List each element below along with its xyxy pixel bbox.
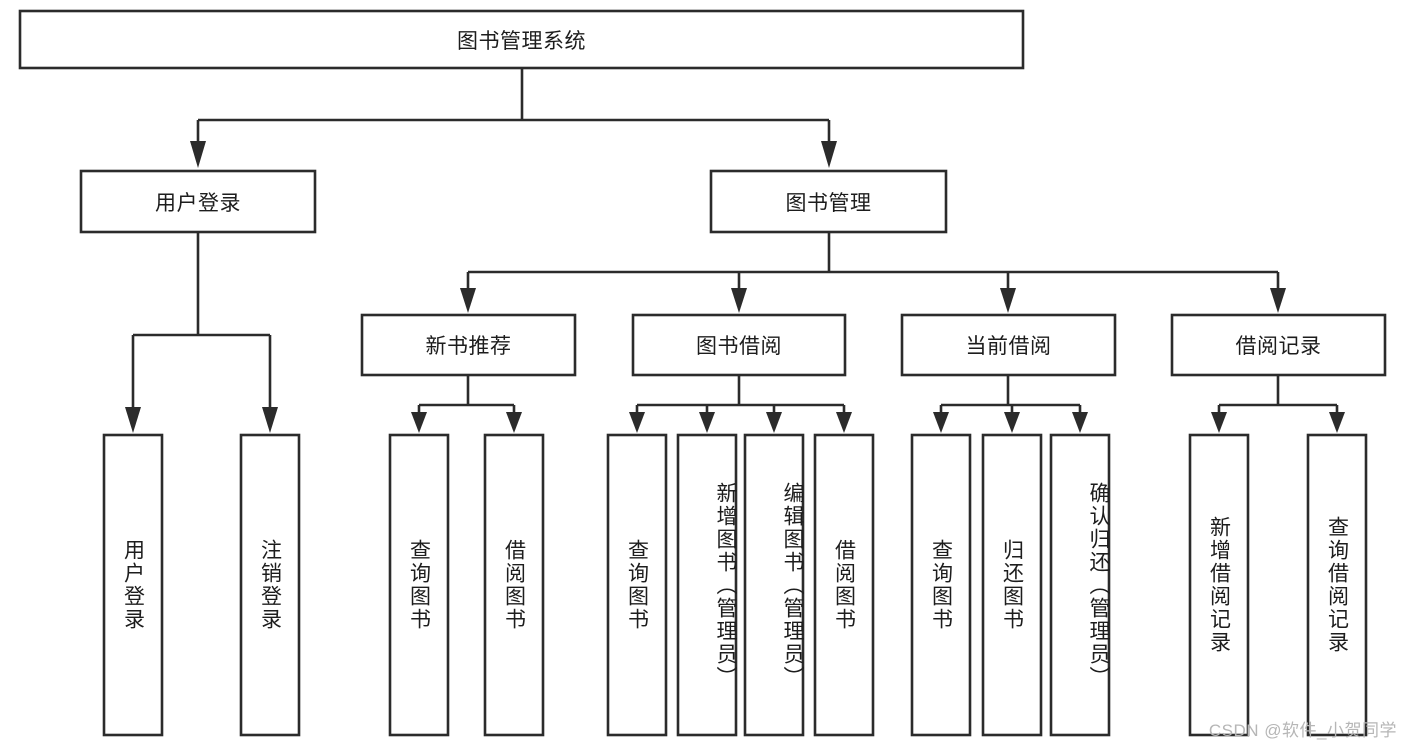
node-box-leaf-query-book-2[interactable] [606, 433, 668, 737]
node-box-leaf-add-record[interactable] [1188, 433, 1250, 737]
connector-borrow-record-to-leaves [1211, 375, 1345, 433]
node-box-leaf-query-record[interactable] [1306, 433, 1368, 737]
node-box-leaf-user-login[interactable] [102, 433, 164, 737]
connector-book-borrow-to-leaves [629, 375, 852, 433]
connector-current-borrow-to-leaves [933, 375, 1088, 433]
connector-root-to-level2 [190, 68, 837, 168]
node-box-current-borrow[interactable] [900, 313, 1117, 377]
node-box-leaf-borrow-book-2[interactable] [813, 433, 875, 737]
node-box-book-borrow[interactable] [631, 313, 847, 377]
node-box-leaf-return-book[interactable] [981, 433, 1043, 737]
node-box-book-manage[interactable] [709, 169, 948, 234]
node-box-leaf-query-book-3[interactable] [910, 433, 972, 737]
node-box-user-login[interactable] [79, 169, 317, 234]
node-box-new-book-recommend[interactable] [360, 313, 577, 377]
node-box-leaf-confirm-return[interactable] [1049, 433, 1111, 737]
node-box-leaf-edit-book[interactable] [743, 433, 805, 737]
node-box-leaf-query-book-1[interactable] [388, 433, 450, 737]
watermark-text: CSDN @软件_小贺同学 [1208, 721, 1397, 740]
node-box-borrow-record[interactable] [1170, 313, 1387, 377]
node-box-leaf-logout[interactable] [239, 433, 301, 737]
node-box-root[interactable] [18, 9, 1025, 70]
connector-new-book-recommend-to-leaves [411, 375, 522, 433]
node-box-leaf-add-book[interactable] [676, 433, 738, 737]
connector-user-login-to-leaves [125, 232, 278, 433]
connector-book-manage-to-level3 [460, 232, 1286, 313]
node-box-leaf-borrow-book-1[interactable] [483, 433, 545, 737]
